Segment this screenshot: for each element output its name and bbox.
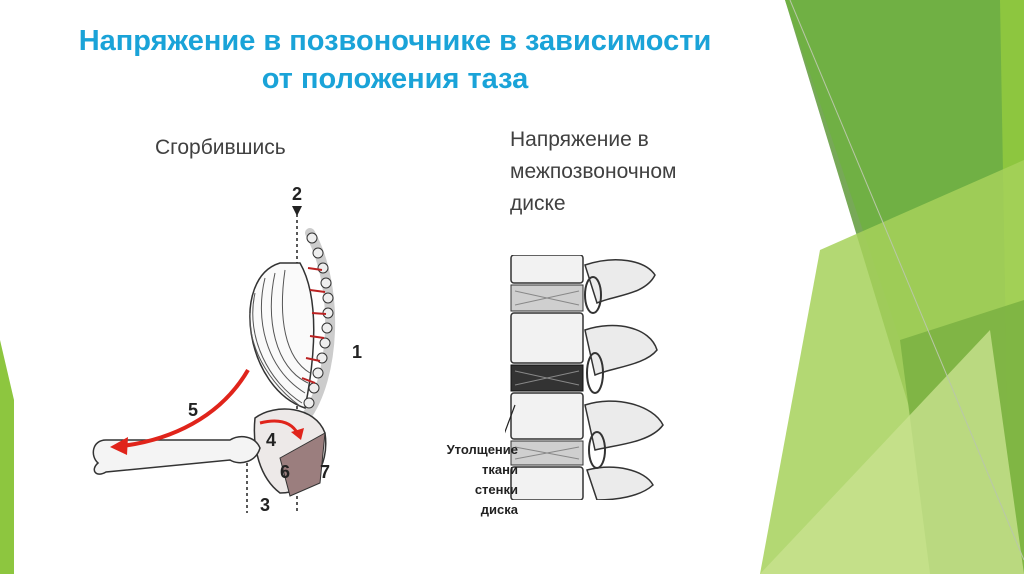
spine-posture-illustration: 2 1 5 4 6 7 3 [92,184,362,515]
caption-disc-line-1: Напряжение в [510,128,649,151]
slide-title: Напряжение в позвоночнике в зависимости … [0,22,790,98]
disc-thickening-annotation: Утолщение ткани стенки диска [418,440,518,520]
title-line-2: от положения таза [261,63,529,95]
caption-disc-stress: Напряжение в межпозвоночном диске [510,124,750,220]
annotation-line-1: Утолщение [446,442,518,457]
figure-number-5: 5 [188,400,198,420]
caption-disc-line-3: диске [510,192,566,215]
caption-disc-line-2: межпозвоночном [510,160,677,183]
figure-number-1: 1 [352,342,362,362]
figure-number-2: 2 [292,184,302,204]
annotation-line-3: стенки [474,482,518,497]
figure-number-3: 3 [260,495,270,515]
title-line-1: Напряжение в позвоночнике в зависимости [78,25,712,57]
annotation-line-2: ткани [482,462,518,477]
annotation-line-4: диска [480,502,518,517]
caption-slouching: Сгорбившись [155,136,286,159]
vertebrae-disc-illustration [505,255,675,500]
figure-number-4: 4 [266,430,276,450]
figure-number-6: 6 [280,462,290,482]
figure-number-7: 7 [320,462,330,482]
